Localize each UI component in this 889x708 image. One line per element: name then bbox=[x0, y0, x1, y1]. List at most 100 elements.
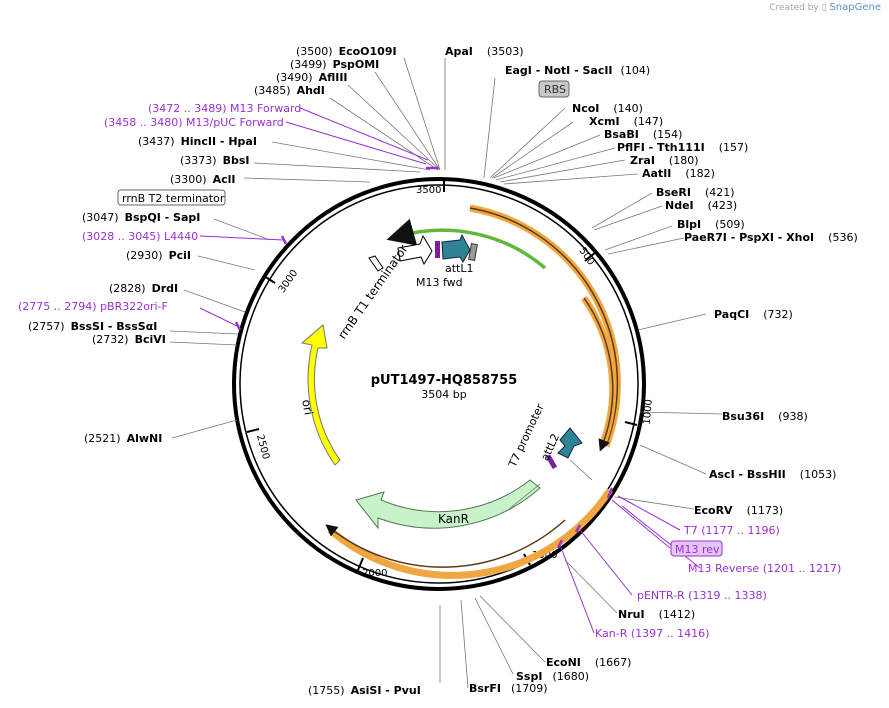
enzyme-name: ApaI bbox=[445, 45, 473, 58]
primer-markers bbox=[234, 166, 614, 549]
enzyme-pos: (147) bbox=[634, 115, 664, 128]
rrnb-t2-box: rrnB T2 terminator bbox=[117, 189, 226, 206]
enzyme-pos: (536) bbox=[828, 231, 858, 244]
enzyme-pos: (1755) bbox=[308, 684, 345, 697]
enzyme-pos: (938) bbox=[778, 410, 808, 423]
backbone-outer bbox=[232, 177, 646, 591]
tick-label-1500: 1500 bbox=[532, 550, 557, 561]
svg-text:(3047)BspQI - SapI: (3047) BspQI - SapI bbox=[82, 211, 200, 224]
enzyme-name: EcoNI bbox=[546, 656, 581, 669]
svg-text:EcoNI(1667): EcoNI (1667) bbox=[546, 656, 631, 669]
svg-text:(3499)PspOMI: (3499) PspOMI bbox=[290, 58, 379, 71]
rbs-label: RBS bbox=[544, 83, 566, 96]
svg-text:(2828)DrdI: (2828) DrdI bbox=[109, 282, 178, 295]
enzyme-pos: (2757) bbox=[28, 320, 65, 333]
enzyme-pos: (1709) bbox=[511, 682, 548, 695]
svg-text:BlpI(509): BlpI (509) bbox=[677, 218, 745, 231]
ori-label: ori bbox=[299, 398, 315, 416]
enzyme-name: BlpI bbox=[677, 218, 701, 231]
enzyme-name: AclI bbox=[213, 173, 236, 186]
enzyme-name: AlwNI bbox=[127, 432, 163, 445]
svg-text:AscI - BssHII(1053): AscI - BssHII(1053) bbox=[709, 468, 836, 481]
enzyme-pos: (509) bbox=[715, 218, 745, 231]
enzyme-pos: (182) bbox=[685, 167, 715, 180]
primer-label: (2775 .. 2794) pBR322ori-F bbox=[18, 300, 168, 313]
enzyme-name: BssSI - BssSαI bbox=[71, 320, 158, 333]
enzyme-pos: (1680) bbox=[552, 670, 589, 683]
m13fwd-marker bbox=[468, 243, 478, 261]
rrnb-t2-label: rrnB T2 terminator bbox=[122, 192, 225, 205]
enzyme-name: AhdI bbox=[297, 84, 325, 97]
enzyme-name: ZraI bbox=[630, 154, 655, 167]
created-by-text: Created by bbox=[769, 3, 819, 13]
enzyme-pos: (157) bbox=[719, 141, 749, 154]
enzyme-pos: (154) bbox=[653, 128, 683, 141]
enzyme-pos: (3437) bbox=[138, 135, 175, 148]
svg-text:ZraI(180): ZraI (180) bbox=[630, 154, 699, 167]
enzyme-name: BsaBI bbox=[604, 128, 639, 141]
svg-text:(3300)AclI: (3300)AclI bbox=[170, 173, 235, 186]
enzyme-name: BseRI bbox=[656, 186, 691, 199]
enzyme-name: NcoI bbox=[572, 102, 599, 115]
svg-text:(3373)BbsI: (3373)BbsI bbox=[180, 154, 249, 167]
green-feature-arrow bbox=[386, 218, 547, 270]
enzyme-pos: (1667) bbox=[595, 656, 632, 669]
enzyme-pos: (1412) bbox=[659, 608, 696, 621]
attl2-arrow bbox=[557, 427, 583, 459]
enzyme-name: AflIII bbox=[319, 71, 348, 84]
enzyme-pos: (423) bbox=[708, 199, 738, 212]
svg-text:XcmI(147): XcmI(147) bbox=[589, 115, 663, 128]
primer-label: M13 Reverse (1201 .. 1217) bbox=[688, 562, 841, 575]
m13-rev-box: M13 rev bbox=[670, 540, 723, 557]
attl1-arrow bbox=[441, 233, 471, 263]
enzyme-pos: (3047) bbox=[82, 211, 119, 224]
svg-text:(2930)PciI: (2930)PciI bbox=[126, 249, 191, 262]
svg-text:(2732)BciVI: (2732)BciVI bbox=[92, 333, 166, 346]
enzyme-pos: (3499) bbox=[290, 58, 327, 71]
leader-lines bbox=[169, 57, 723, 689]
svg-text:(3490)AflIII: (3490) AflIII bbox=[276, 71, 348, 84]
snapgene-branding: Created by ▯ SnapGene bbox=[769, 2, 881, 13]
enzyme-pos: (3503) bbox=[487, 45, 524, 58]
primer-label: (3458 .. 3480) M13/pUC Forward bbox=[104, 116, 284, 129]
enzyme-pos: (3490) bbox=[276, 71, 313, 84]
svg-text:(2521)AlwNI: (2521)AlwNI bbox=[84, 432, 162, 445]
enzyme-name: AsiSI - PvuI bbox=[351, 684, 421, 697]
enzyme-pos: (104) bbox=[621, 64, 651, 77]
enzyme-pos: (180) bbox=[669, 154, 699, 167]
tick-label-3500: 3500 bbox=[416, 185, 441, 196]
enzyme-name: AatII bbox=[642, 167, 671, 180]
svg-text:EcoRV(1173): EcoRV(1173) bbox=[694, 504, 783, 517]
t7-promoter-marker bbox=[545, 454, 558, 470]
app-name: SnapGene bbox=[829, 2, 881, 13]
enzyme-pos: (2930) bbox=[126, 249, 163, 262]
svg-text:AatII(182): AatII (182) bbox=[642, 167, 715, 180]
enzyme-name: PflFI - Tth111I bbox=[617, 141, 705, 154]
svg-text:NruI(1412): NruI(1412) bbox=[618, 608, 695, 621]
enzyme-name: BspQI - SapI bbox=[125, 211, 201, 224]
enzyme-name: EcoO109I bbox=[339, 45, 397, 58]
enzyme-pos: (140) bbox=[613, 102, 643, 115]
primer-label: pENTR-R (1319 .. 1338) bbox=[637, 589, 767, 602]
enzyme-pos: (2828) bbox=[109, 282, 146, 295]
ori-arrow bbox=[300, 324, 341, 466]
rrnb-t1-arrow bbox=[368, 255, 384, 272]
svg-text:EagI - NotI - SacII(104): EagI - NotI - SacII(104) bbox=[505, 64, 650, 77]
tick-label-2000: 2000 bbox=[362, 568, 387, 579]
svg-text:BsaBI(154): BsaBI (154) bbox=[604, 128, 682, 141]
svg-text:PflFI - Tth111I(157): PflFI - Tth111I (157) bbox=[617, 141, 748, 154]
enzyme-name: DrdI bbox=[152, 282, 179, 295]
tick-label-2500: 2500 bbox=[254, 433, 271, 460]
enzyme-name: BbsI bbox=[223, 154, 250, 167]
enzyme-labels-right: EagI - NotI - SacII(104) NcoI (140) XcmI(… bbox=[469, 64, 858, 695]
svg-text:PaeR7I - PspXI - XhoI(536): PaeR7I - PspXI - XhoI(536) bbox=[684, 231, 858, 244]
enzyme-name: PspOMI bbox=[333, 58, 380, 71]
svg-text:NcoI(140): NcoI (140) bbox=[572, 102, 643, 115]
svg-text:(3485)AhdI: (3485)AhdI bbox=[254, 84, 325, 97]
enzyme-name: PaqCI bbox=[714, 308, 749, 321]
svg-text:(1755)AsiSI - PvuI: (1755) AsiSI - PvuI bbox=[308, 684, 421, 697]
enzyme-name: BsrFI bbox=[469, 682, 501, 695]
rbs-box: RBS bbox=[538, 80, 570, 98]
backbone-inner bbox=[239, 184, 639, 584]
tick-label-3000: 3000 bbox=[277, 268, 301, 295]
